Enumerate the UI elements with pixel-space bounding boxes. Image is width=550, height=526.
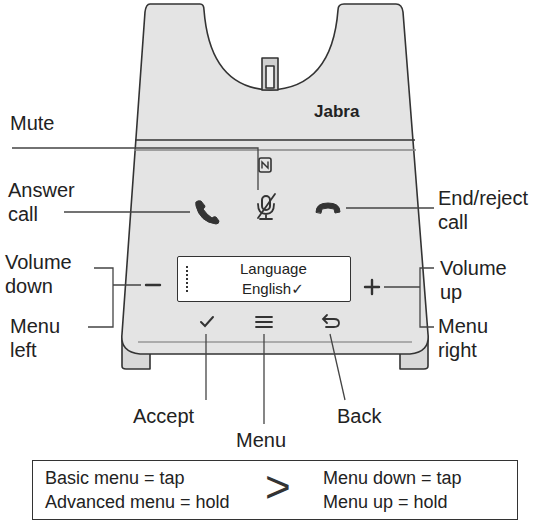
screen-text: Language	[240, 259, 307, 278]
callout-label: Menu right	[438, 314, 522, 362]
display-screen: LanguageEnglish✓	[177, 256, 351, 302]
callout-label: Volume down	[5, 250, 89, 298]
callout-label: Back	[337, 404, 407, 428]
info-text: Menu down = tap	[323, 467, 462, 489]
callout-label: Answer call	[8, 178, 88, 226]
arrow-symbol: >	[265, 461, 291, 513]
info-text: Advanced menu = hold	[45, 491, 230, 513]
callout-label: Volume up	[440, 256, 520, 304]
info-box: Basic menu = tapAdvanced menu = hold > Men…	[32, 460, 518, 520]
brand-logo: Jabra	[314, 102, 359, 122]
callout-label: End/reject call	[438, 186, 546, 234]
callout-label: Menu	[236, 428, 306, 452]
callout-label: Accept	[133, 404, 223, 428]
scroll-indicator	[186, 266, 190, 292]
callout-label: Mute	[10, 111, 90, 135]
callout-label: Menu left	[10, 314, 84, 362]
screen-text: English✓	[242, 279, 304, 298]
info-text: Menu up = hold	[323, 491, 448, 513]
info-text: Basic menu = tap	[45, 467, 185, 489]
base-station: JabraLanguageEnglish✓	[118, 0, 430, 370]
